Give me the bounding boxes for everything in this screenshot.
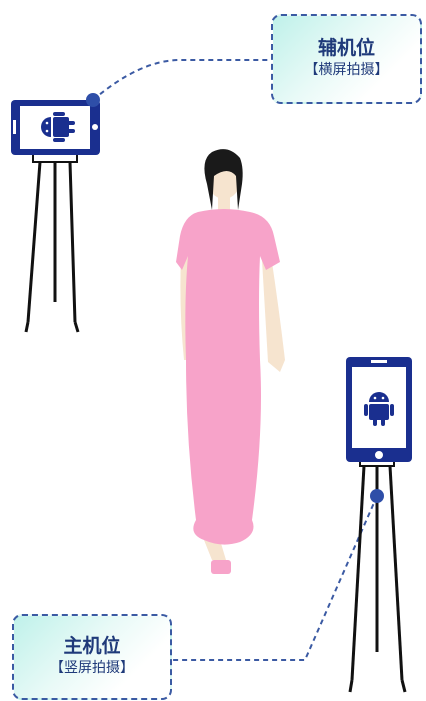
aux-connector-dot: [86, 93, 100, 107]
main-connector-dot: [370, 489, 384, 503]
main-camera-label: 主机位 【竖屏拍摄】: [12, 614, 172, 700]
main-camera-subtitle: 【竖屏拍摄】: [14, 658, 170, 678]
aux-tripod: [26, 152, 78, 332]
aux-camera-label: 辅机位 【横屏拍摄】: [271, 14, 422, 104]
model-figure: [176, 149, 285, 574]
aux-camera-subtitle: 【横屏拍摄】: [273, 60, 420, 80]
aux-connector-line: [93, 60, 272, 100]
main-camera-title: 主机位: [14, 634, 170, 658]
aux-camera-title: 辅机位: [273, 36, 420, 60]
